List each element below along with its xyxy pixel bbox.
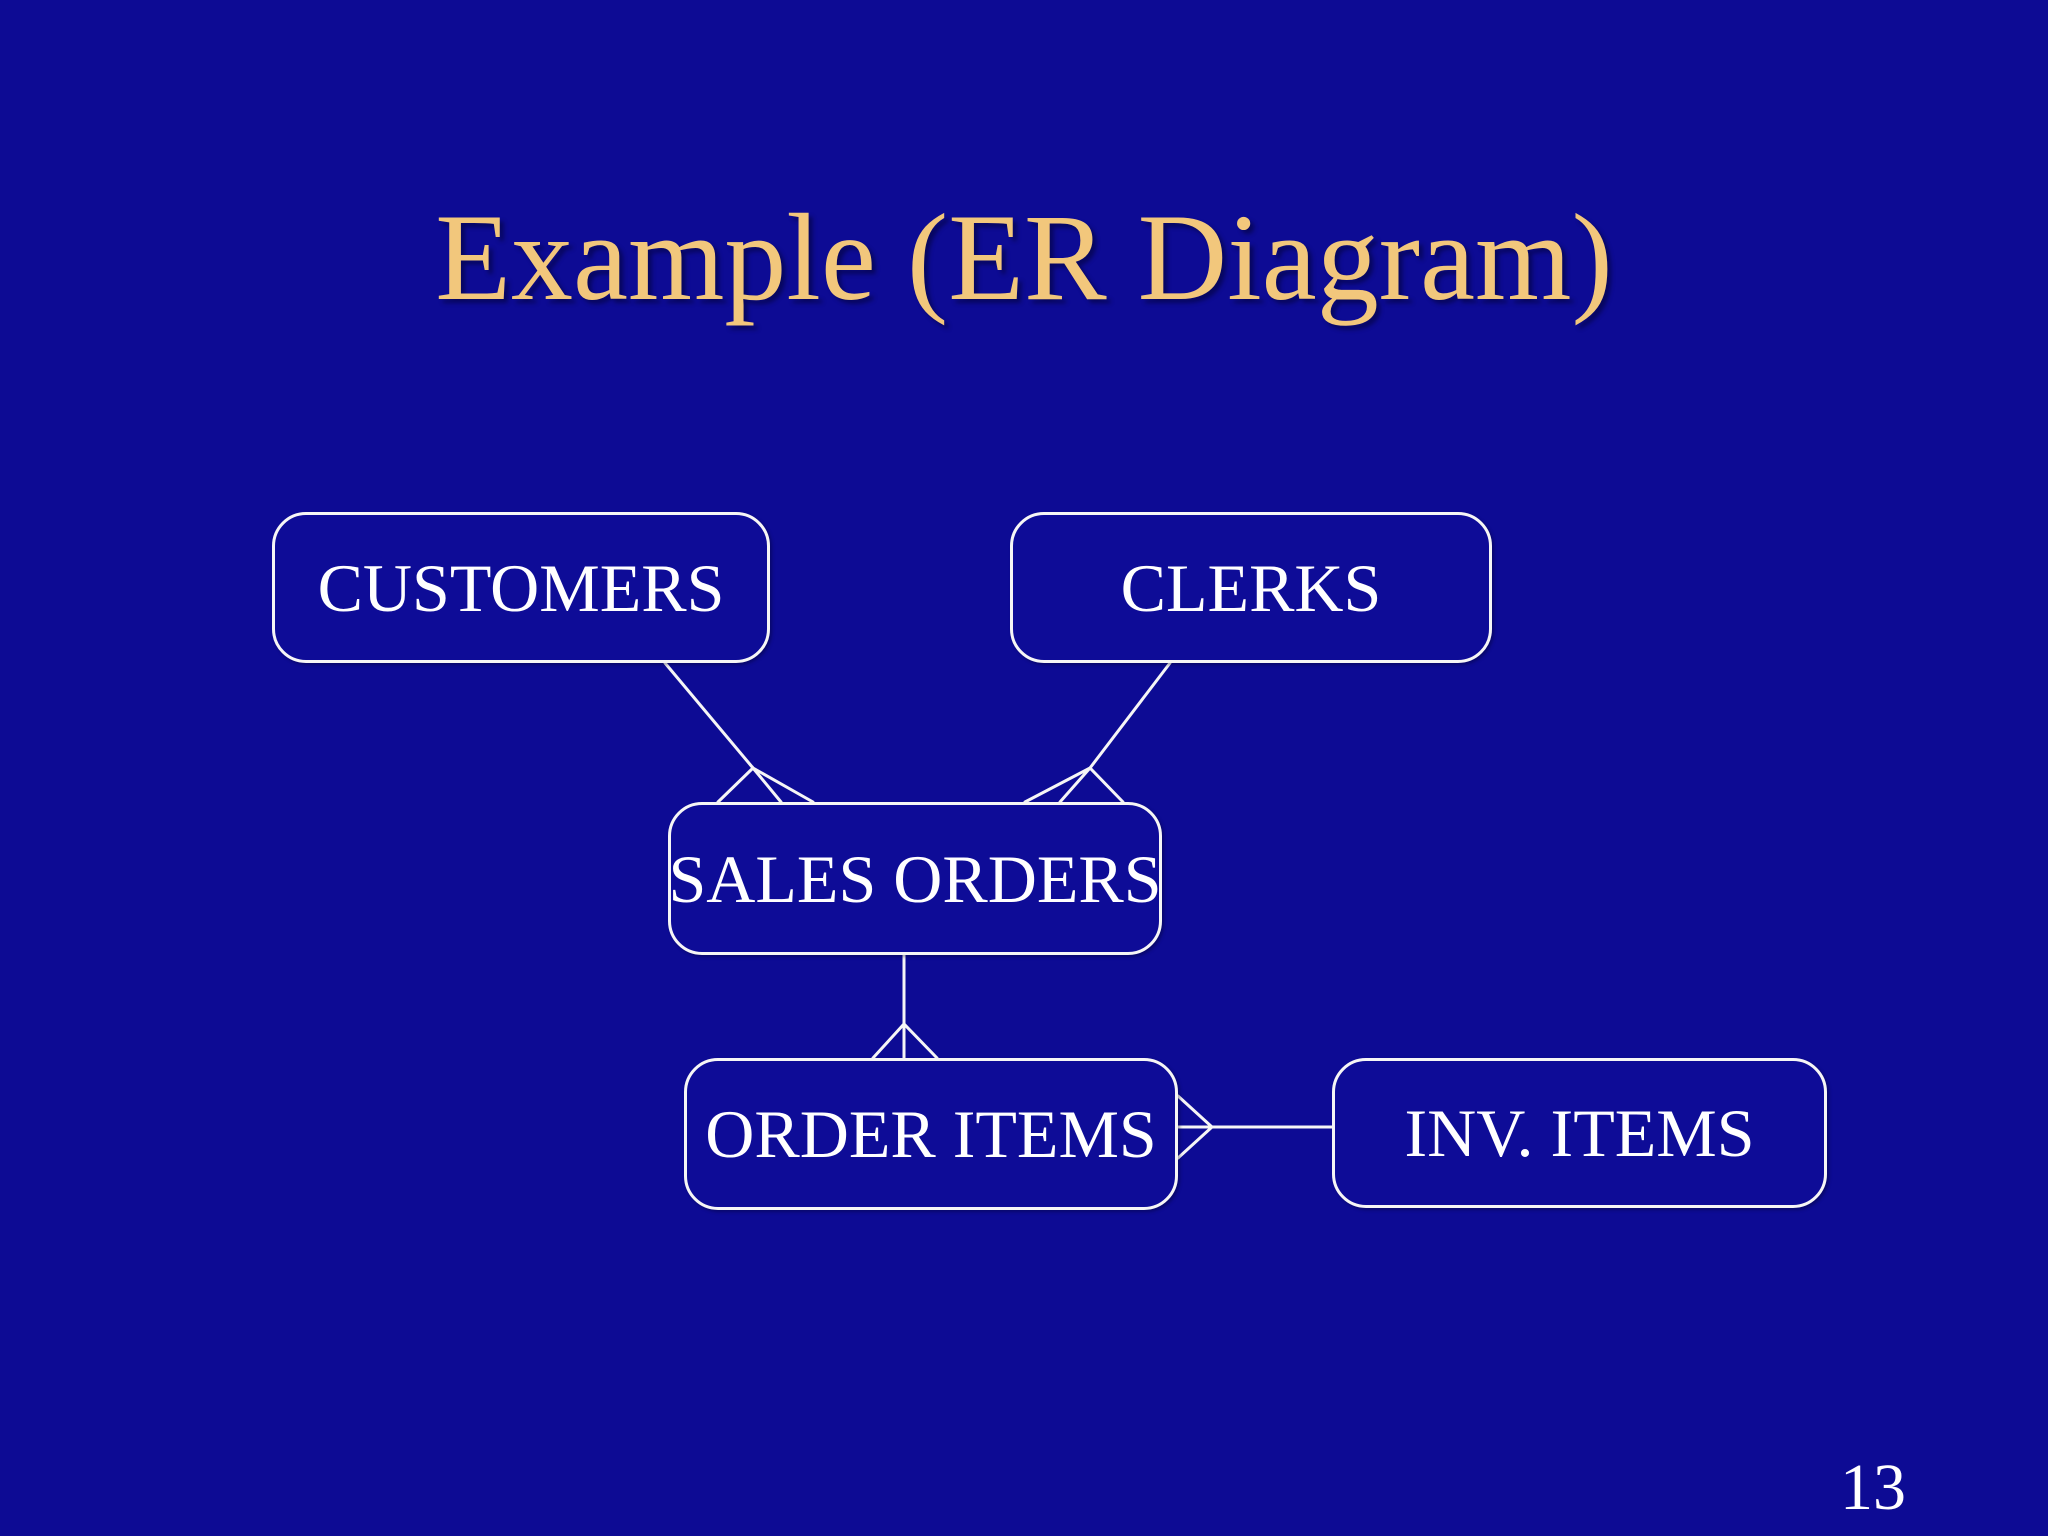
entity-box-sales-orders: SALES ORDERS [668,802,1162,955]
entity-label-inv-items: INV. ITEMS [1404,1095,1755,1171]
slide-title: Example (ER Diagram) [435,189,1613,326]
slide-page-number: 13 [1840,1451,1906,1524]
entity-label-customers: CUSTOMERS [317,549,725,626]
crows-foot-many-icon [871,1021,939,1060]
entity-box-clerks: CLERKS [1010,512,1492,663]
connector-customers-sales-orders [663,661,755,770]
entity-label-sales-orders: SALES ORDERS [668,840,1162,917]
crows-foot-many-icon [1023,766,1125,804]
entity-label-order-items: ORDER ITEMS [705,1096,1157,1172]
connector-clerks-sales-orders [1088,661,1172,770]
entity-label-clerks: CLERKS [1120,549,1382,626]
entity-box-inv-items: INV. ITEMS [1332,1058,1827,1208]
crows-foot-many-icon [716,765,815,804]
entity-box-customers: CUSTOMERS [272,512,770,663]
crows-foot-many-icon [1176,1094,1215,1160]
entity-box-order-items: ORDER ITEMS [684,1058,1178,1210]
